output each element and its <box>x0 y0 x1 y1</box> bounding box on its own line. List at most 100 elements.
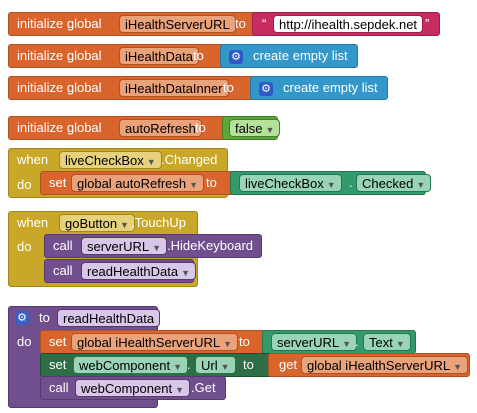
open-quote: “ <box>262 16 267 31</box>
to-keyword: to <box>239 334 250 349</box>
gear-icon[interactable]: ⚙ <box>15 311 29 325</box>
dot-separator: . <box>187 357 191 372</box>
when-keyword: when <box>17 152 49 167</box>
event-name: .Changed <box>161 152 218 167</box>
variable-name-field[interactable]: autoRefresh <box>119 119 202 137</box>
boolean-value: false <box>235 121 263 136</box>
server-url-text-getter-block[interactable]: serverURL▼ . Text▼ <box>262 330 416 354</box>
variable-dropdown[interactable]: global autoRefresh▼ <box>71 174 205 192</box>
do-keyword: do <box>17 239 32 254</box>
get-keyword: get <box>279 357 298 372</box>
init-global-data-block[interactable]: initialize global iHealthData to <box>8 44 238 68</box>
dropdown-arrow-icon: ▼ <box>326 180 336 190</box>
dropdown-arrow-icon: ▼ <box>181 268 190 278</box>
create-empty-list-label: create empty list <box>283 80 378 95</box>
method-name: .HideKeyboard <box>167 238 253 253</box>
property-name: Url <box>201 358 218 373</box>
call-keyword: call <box>53 238 73 253</box>
gear-icon[interactable]: ⚙ <box>229 50 243 64</box>
procedure-name: readHealthData <box>87 264 179 279</box>
variable-name: global iHealthServerURL <box>307 358 451 373</box>
to-keyword: to <box>195 120 206 135</box>
boolean-dropdown[interactable]: false▼ <box>229 119 281 137</box>
component-dropdown[interactable]: serverURL▼ <box>271 333 358 351</box>
to-keyword: to <box>206 175 217 190</box>
variable-name-field[interactable]: iHealthData <box>119 47 199 65</box>
procedure-name-field[interactable]: readHealthData <box>57 309 161 327</box>
close-quote: ” <box>425 16 430 31</box>
component-name: serverURL <box>277 335 340 350</box>
to-keyword: to <box>39 310 50 325</box>
text-value-field[interactable]: http://ihealth.sepdek.net <box>273 15 424 33</box>
component-property-getter-block[interactable]: liveCheckBox▼ . Checked▼ <box>230 171 432 195</box>
component-dropdown[interactable]: goButton▼ <box>59 214 135 232</box>
create-empty-list-label: create empty list <box>253 48 348 63</box>
variable-name-field[interactable]: iHealthServerURL <box>119 15 236 33</box>
method-name: .Get <box>191 380 216 395</box>
variable-dropdown[interactable]: global iHealthServerURL▼ <box>71 333 238 351</box>
gear-icon[interactable]: ⚙ <box>259 82 273 96</box>
component-dropdown[interactable]: webComponent▼ <box>73 356 188 374</box>
component-name: webComponent <box>81 381 173 396</box>
component-name: webComponent <box>79 358 171 373</box>
text-string-block[interactable]: “ http://ihealth.sepdek.net ” <box>252 12 440 36</box>
to-keyword: to <box>223 80 234 95</box>
variable-name: global autoRefresh <box>77 176 187 191</box>
dropdown-arrow-icon: ▼ <box>152 243 162 253</box>
set-global-auto-refresh-block[interactable]: set global autoRefresh▼ to <box>40 171 238 195</box>
initialize-global-keyword: initialize global <box>17 16 102 31</box>
do-keyword: do <box>17 177 32 192</box>
init-global-server-url-block[interactable]: initialize global iHealthServerURL to <box>8 12 278 36</box>
property-dropdown[interactable]: Text▼ <box>363 333 411 351</box>
variable-name: global iHealthServerURL <box>77 335 221 350</box>
event-name: .TouchUp <box>131 215 186 230</box>
dropdown-arrow-icon: ▼ <box>189 180 199 190</box>
dropdown-arrow-icon: ▼ <box>146 157 156 167</box>
component-dropdown[interactable]: serverURL▼ <box>81 237 168 255</box>
set-keyword: set <box>49 357 67 372</box>
set-web-component-url-block[interactable]: set webComponent▼ . Url▼ to <box>40 353 274 377</box>
component-dropdown[interactable]: webComponent▼ <box>75 379 190 397</box>
dropdown-arrow-icon: ▼ <box>223 339 232 349</box>
do-keyword: do <box>17 334 32 349</box>
dropdown-arrow-icon: ▼ <box>220 362 230 372</box>
dropdown-arrow-icon: ▼ <box>265 125 275 135</box>
component-dropdown[interactable]: liveCheckBox▼ <box>59 151 162 169</box>
call-read-health-data-block[interactable]: call readHealthData▼ <box>44 259 196 283</box>
dot-separator: . <box>355 334 359 349</box>
create-empty-list-block[interactable]: ⚙ create empty list <box>220 44 358 68</box>
dropdown-arrow-icon: ▼ <box>120 220 129 230</box>
to-keyword: to <box>235 16 246 31</box>
procedure-dropdown[interactable]: readHealthData▼ <box>81 262 196 280</box>
property-dropdown[interactable]: Url▼ <box>195 356 236 374</box>
dropdown-arrow-icon: ▼ <box>175 385 184 395</box>
initialize-global-keyword: initialize global <box>17 48 102 63</box>
init-global-data-inner-block[interactable]: initialize global iHealthDataInner to <box>8 76 266 100</box>
property-name: Text <box>369 335 393 350</box>
set-global-server-url-block[interactable]: set global iHealthServerURL▼ to <box>40 330 268 354</box>
component-name: serverURL <box>87 239 150 254</box>
dropdown-arrow-icon: ▼ <box>416 180 426 190</box>
to-keyword: to <box>193 48 204 63</box>
boolean-block[interactable]: false▼ <box>222 116 281 140</box>
variable-name-field[interactable]: iHealthDataInner <box>119 79 229 97</box>
call-hide-keyboard-block[interactable]: call serverURL▼ .HideKeyboard <box>44 234 262 258</box>
call-keyword: call <box>53 263 73 278</box>
call-web-component-get-block[interactable]: call webComponent▼ .Get <box>40 376 226 400</box>
create-empty-list-block[interactable]: ⚙ create empty list <box>250 76 388 100</box>
init-global-auto-refresh-block[interactable]: initialize global autoRefresh to <box>8 116 230 140</box>
dropdown-arrow-icon: ▼ <box>453 362 462 372</box>
dropdown-arrow-icon: ▼ <box>342 339 352 349</box>
set-keyword: set <box>49 334 67 349</box>
property-dropdown[interactable]: Checked▼ <box>356 174 432 192</box>
dropdown-arrow-icon: ▼ <box>173 362 182 372</box>
to-keyword: to <box>243 357 254 372</box>
property-name: Checked <box>362 176 414 191</box>
call-keyword: call <box>49 380 69 395</box>
variable-dropdown[interactable]: global iHealthServerURL▼ <box>301 356 468 374</box>
component-dropdown[interactable]: liveCheckBox▼ <box>239 174 342 192</box>
get-global-server-url-block[interactable]: get global iHealthServerURL▼ <box>268 353 470 377</box>
dropdown-arrow-icon: ▼ <box>395 339 405 349</box>
initialize-global-keyword: initialize global <box>17 80 102 95</box>
component-name: liveCheckBox <box>245 176 324 191</box>
